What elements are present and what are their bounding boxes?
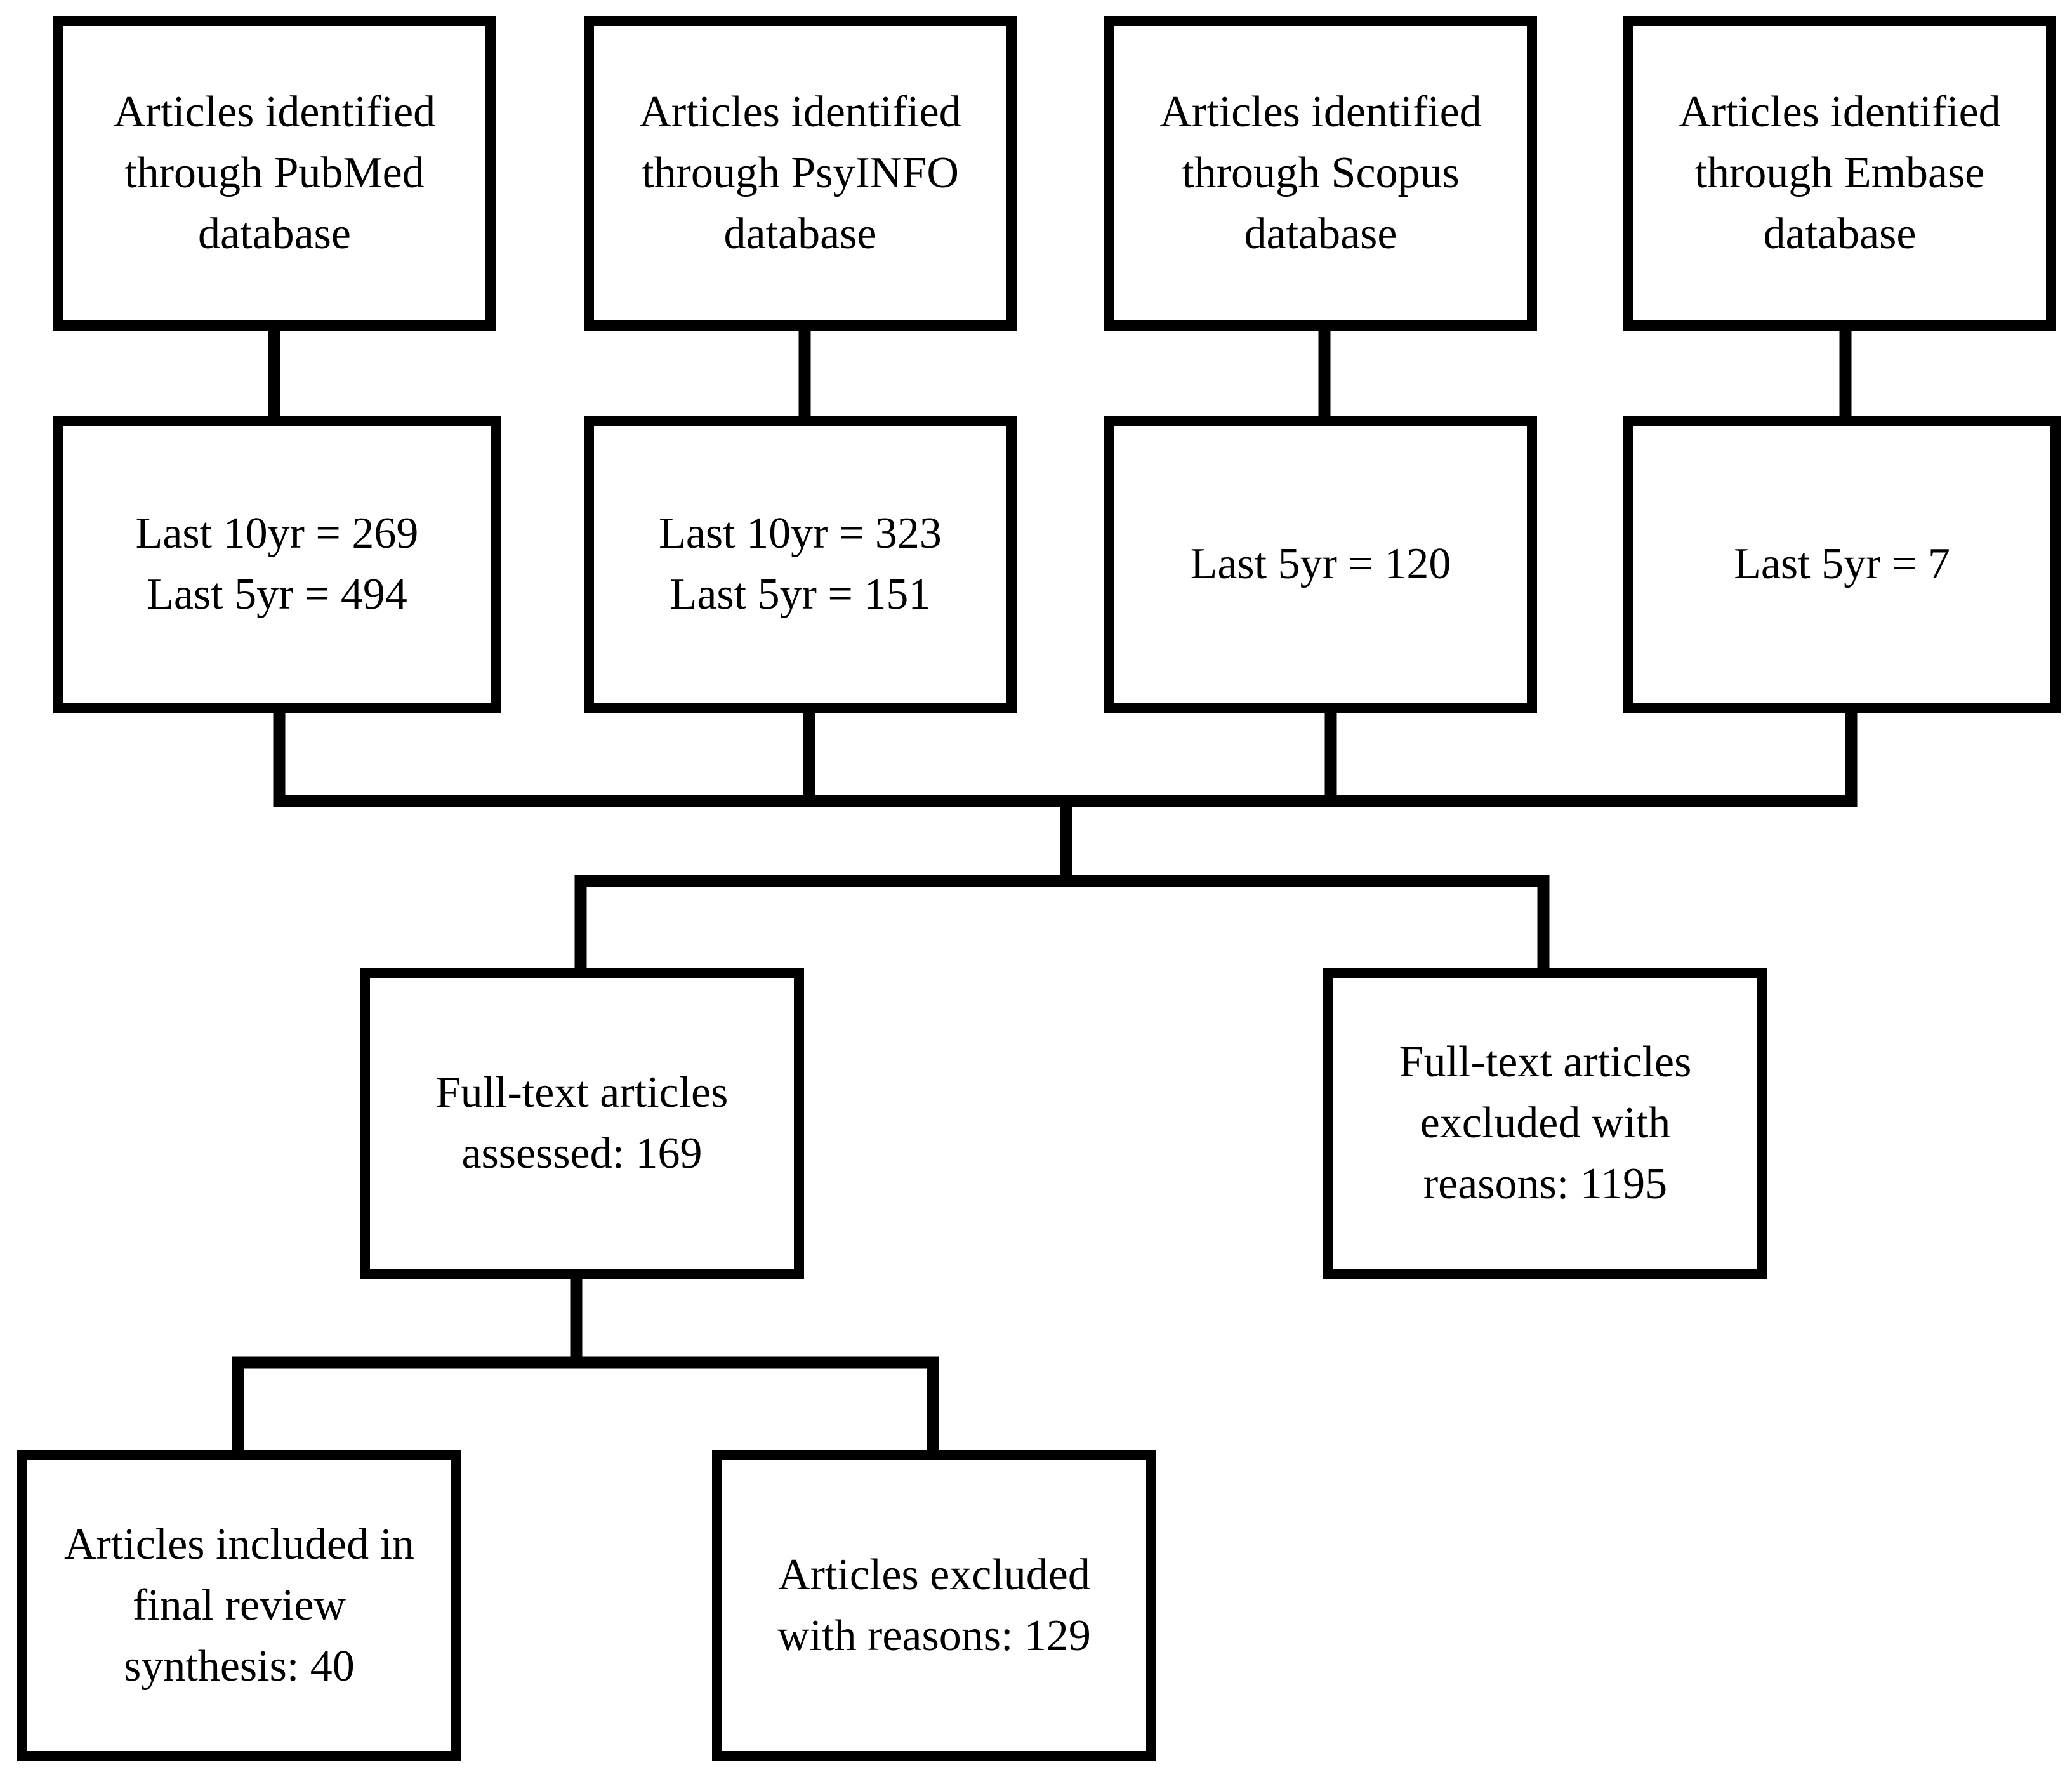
text-line: Last 5yr = 120 <box>1190 539 1451 588</box>
text-line: with reasons: 129 <box>777 1611 1091 1660</box>
box-articles-included: Articles included in final review synthe… <box>17 1450 461 1761</box>
box-embase-source: Articles identified through Embase datab… <box>1623 16 2056 331</box>
text-line: Last 10yr = 269 <box>135 509 419 558</box>
text-line: Last 5yr = 7 <box>1734 539 1950 588</box>
text-line: synthesis: 40 <box>124 1642 355 1691</box>
text-line: Articles identified <box>1159 88 1482 136</box>
box-embase-results: Last 5yr = 7 <box>1623 416 2061 713</box>
box-fulltext-excluded: Full-text articles excluded with reasons… <box>1323 968 1767 1279</box>
box-psyinfo-source: Articles identified through PsyINFO data… <box>584 16 1017 331</box>
text-line: database <box>1763 209 1917 258</box>
box-scopus-results: Last 5yr = 120 <box>1104 416 1537 713</box>
text-line: through Scopus <box>1182 149 1460 197</box>
text-line: database <box>723 209 877 258</box>
text-line: excluded with <box>1420 1099 1671 1147</box>
box-fulltext-assessed: Full-text articles assessed: 169 <box>360 968 804 1279</box>
box-articles-excluded: Articles excluded with reasons: 129 <box>712 1450 1156 1761</box>
text-line: Last 10yr = 323 <box>659 509 942 558</box>
text-line: through Embase <box>1694 149 1985 197</box>
text-line: Full-text articles <box>1399 1038 1692 1087</box>
text-line: Articles included in <box>63 1520 415 1569</box>
text-line: database <box>1244 209 1397 258</box>
box-pubmed-source: Articles identified through PubMed datab… <box>53 16 496 331</box>
text-line: Articles excluded <box>778 1550 1090 1599</box>
text-line: final review <box>132 1581 346 1630</box>
text-line: reasons: 1195 <box>1423 1159 1668 1208</box>
text-line: Last 5yr = 151 <box>670 570 931 619</box>
box-psyinfo-results: Last 10yr = 323 Last 5yr = 151 <box>584 416 1017 713</box>
text-line: Last 5yr = 494 <box>147 570 407 619</box>
text-line: Articles identified <box>113 88 436 136</box>
text-line: Articles identified <box>639 88 961 136</box>
text-line: through PubMed <box>124 149 425 197</box>
box-scopus-source: Articles identified through Scopus datab… <box>1104 16 1537 331</box>
text-line: database <box>198 209 351 258</box>
text-line: Full-text articles <box>435 1068 729 1117</box>
text-line: Articles identified <box>1679 88 2001 136</box>
text-line: assessed: 169 <box>461 1129 703 1178</box>
text-line: through PsyINFO <box>642 149 959 197</box>
box-pubmed-results: Last 10yr = 269 Last 5yr = 494 <box>53 416 501 713</box>
